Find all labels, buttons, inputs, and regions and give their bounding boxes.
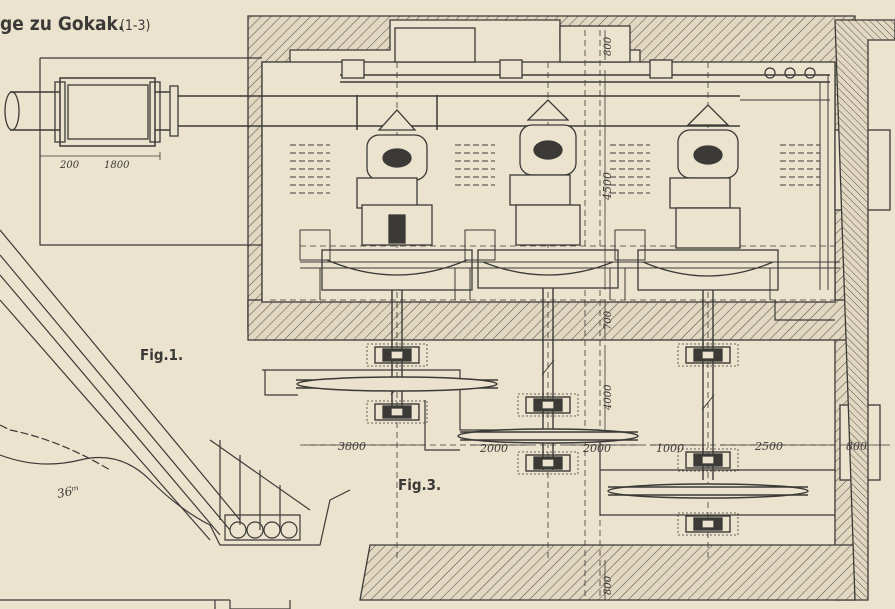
title-suffix: (1-3)	[120, 18, 150, 34]
building-walls	[247, 15, 895, 601]
frame-details	[299, 229, 840, 300]
labels: ge zu Gokak. (1-3) Fig.1. Fig.3. 200 180…	[0, 13, 867, 595]
wall-vents	[290, 144, 820, 194]
dim-3800: 3800	[338, 440, 366, 453]
dim-2000-b: 2000	[582, 442, 611, 455]
fig3-label: Fig.3.	[398, 476, 441, 494]
dim-800-bottom: 800	[603, 575, 614, 595]
fig1-label: Fig.1.	[140, 346, 183, 364]
dim-2000-a: 2000	[479, 442, 508, 455]
dim-1800: 1800	[104, 160, 130, 171]
dim-4500: 4500	[601, 172, 614, 201]
pulleys	[296, 376, 809, 499]
dim-700: 700	[603, 310, 614, 330]
dim-200: 200	[59, 160, 80, 171]
turbine-unit-1	[321, 95, 473, 410]
dimension-lines	[305, 30, 890, 600]
dim-2500: 2500	[754, 440, 783, 453]
turbine-unit-2	[477, 99, 619, 470]
dim-800-right: 800	[846, 440, 867, 453]
dim-36m: 36ᵐ	[56, 483, 81, 501]
dim-4000: 4000	[603, 384, 614, 411]
dim-800-top: 800	[603, 36, 614, 56]
turbine-unit-3	[637, 104, 779, 480]
dim-1000: 1000	[656, 442, 684, 455]
hillside-cables	[0, 229, 351, 609]
title: ge zu Gokak.	[0, 13, 124, 35]
